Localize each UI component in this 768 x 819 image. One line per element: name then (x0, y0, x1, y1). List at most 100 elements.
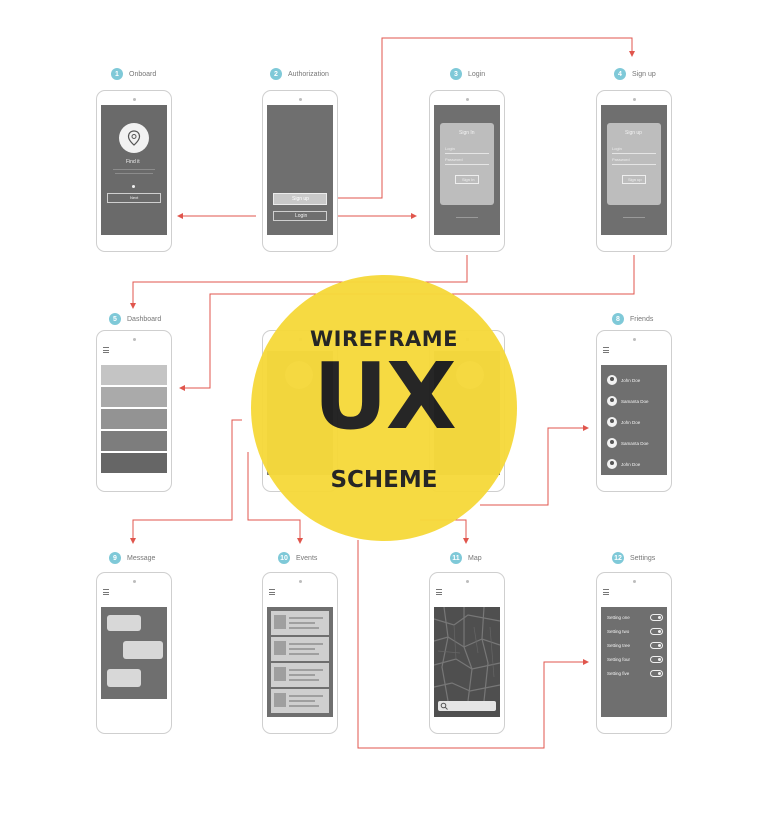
step-number: 4 (614, 68, 626, 80)
dashboard-tile[interactable] (101, 431, 167, 451)
step-number: 8 (612, 313, 624, 325)
phone-login: Sign In Login Password Sign In (429, 90, 505, 252)
friend-row[interactable]: John Doe (607, 457, 640, 471)
friend-row[interactable]: Samanta Doe (607, 394, 649, 408)
phone-authorization: Sign up Login (262, 90, 338, 252)
step-11: 11 Map (450, 551, 482, 565)
login-heading: Sign In (459, 130, 475, 136)
friend-name: John Doe (621, 377, 641, 383)
connector-login-to-dashboard (130, 255, 468, 309)
phone-camera (133, 338, 136, 341)
step-1: 1 Onboard (111, 67, 156, 81)
onboard-text-line (115, 173, 153, 174)
phone-camera (299, 98, 302, 101)
signup-heading: Sign up (625, 130, 642, 136)
signup-login-label: Login (612, 146, 622, 151)
step-number: 5 (109, 313, 121, 325)
step-number: 3 (450, 68, 462, 80)
dashboard-tile[interactable] (101, 409, 167, 429)
dashboard-tile[interactable] (101, 453, 167, 473)
setting-label: Setting tree (607, 643, 631, 648)
setting-toggle[interactable] (650, 642, 663, 649)
signin-button[interactable]: Sign In (455, 175, 479, 184)
terms-link[interactable] (623, 217, 645, 218)
step-number: 2 (270, 68, 282, 80)
step-10: 10 Events (278, 551, 317, 565)
phone-message (96, 572, 172, 734)
forgot-link[interactable] (456, 217, 478, 218)
event-thumbnail (274, 615, 286, 629)
next-button[interactable]: Next (107, 193, 161, 203)
message-screen (101, 607, 167, 699)
onboard-screen: Find it Next (101, 105, 167, 235)
step-label: Sign up (632, 70, 656, 78)
phone-camera (633, 338, 636, 341)
signup-button[interactable]: Sign up (273, 193, 327, 205)
connector-profile-to-events (247, 452, 303, 544)
authorization-screen: Sign up Login (267, 105, 333, 235)
phone-camera (633, 98, 636, 101)
setting-label: Setting four (607, 657, 631, 662)
signup-password-input[interactable] (612, 164, 656, 165)
event-line (289, 695, 323, 697)
setting-toggle[interactable] (650, 614, 663, 621)
setting-toggle[interactable] (650, 656, 663, 663)
login-screen: Sign In Login Password Sign In (434, 105, 500, 235)
event-thumbnail (274, 693, 286, 707)
map-search-input[interactable] (438, 701, 496, 711)
friend-row[interactable]: Samanta Doe (607, 436, 649, 450)
menu-icon[interactable] (269, 589, 275, 597)
step-2: 2 Authorization (270, 67, 329, 81)
signup-login-input[interactable] (612, 153, 656, 154)
event-line (289, 617, 323, 619)
signup-submit-button[interactable]: Sign up (622, 175, 646, 184)
step-number: 12 (612, 552, 624, 564)
signup-card: Sign up Login Password Sign up (607, 123, 661, 205)
avatar (607, 459, 617, 469)
dashboard-tile[interactable] (101, 387, 167, 407)
event-card[interactable] (271, 689, 329, 713)
setting-label: Setting two (607, 629, 630, 634)
phone-dashboard (96, 330, 172, 492)
menu-icon[interactable] (603, 589, 609, 597)
map-screen[interactable] (434, 607, 500, 717)
event-thumbnail (274, 667, 286, 681)
menu-icon[interactable] (603, 347, 609, 355)
friend-row[interactable]: John Doe (607, 373, 640, 387)
menu-icon[interactable] (103, 589, 109, 597)
setting-toggle[interactable] (650, 670, 663, 677)
login-field-label: Login (445, 146, 455, 151)
signup-password-label: Password (612, 157, 630, 162)
setting-toggle[interactable] (650, 628, 663, 635)
login-button[interactable]: Login (273, 211, 327, 221)
step-number: 1 (111, 68, 123, 80)
step-4: 4 Sign up (614, 67, 656, 81)
step-label: Message (127, 554, 156, 562)
phone-friends: John Doe Samanta Doe John Doe Samanta Do… (596, 330, 672, 492)
event-card[interactable] (271, 611, 329, 635)
event-card[interactable] (271, 637, 329, 661)
avatar (607, 417, 617, 427)
menu-icon[interactable] (103, 347, 109, 355)
hero-title-line1: WIREFRAME (309, 327, 458, 351)
setting-label: Setting one (607, 615, 630, 620)
connector-center-to-friends (480, 425, 589, 506)
hero-title-line3: SCHEME (330, 467, 438, 493)
login-input[interactable] (445, 153, 489, 154)
dashboard-tile[interactable] (101, 365, 167, 385)
login-card: Sign In Login Password Sign In (440, 123, 494, 205)
menu-icon[interactable] (436, 589, 442, 597)
onboard-heading: Find it (126, 159, 140, 165)
settings-screen: Setting one Setting two Setting tree Set… (601, 607, 667, 717)
password-input[interactable] (445, 164, 489, 165)
friend-name: Samanta Doe (621, 440, 649, 446)
step-label: Onboard (129, 70, 157, 78)
friend-row[interactable]: John Doe (607, 415, 640, 429)
event-card[interactable] (271, 663, 329, 687)
event-line (289, 648, 315, 650)
phone-events (262, 572, 338, 734)
event-line (289, 679, 319, 681)
step-label: Events (296, 554, 318, 562)
